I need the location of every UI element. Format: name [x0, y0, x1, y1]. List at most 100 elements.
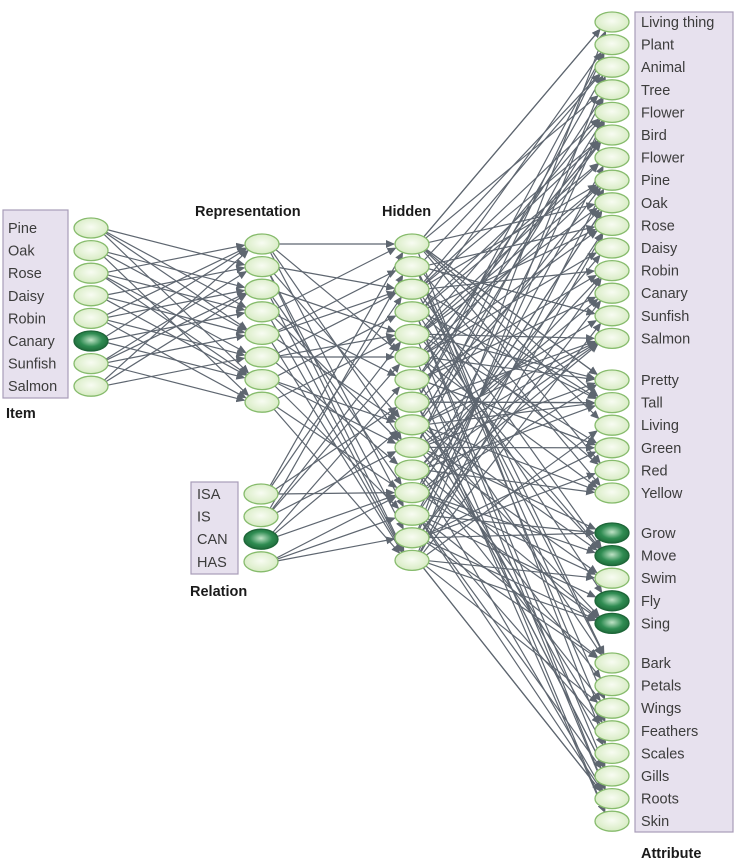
connection-hidden-to-attribute — [417, 75, 606, 554]
attribute-label-oak: Oak — [641, 196, 668, 212]
connection-relation-to-hidden — [274, 406, 398, 491]
hidden-unit — [394, 549, 430, 572]
attribute-unit-animal — [594, 56, 630, 78]
attribute-label-petals: Petals — [641, 679, 681, 695]
attribute-unit-bark — [594, 652, 630, 674]
representation-unit — [244, 278, 280, 300]
item-unit-daisy — [73, 285, 109, 307]
connection-hidden-to-attribute — [422, 73, 600, 262]
attribute-label-red: Red — [641, 463, 668, 479]
attribute-label-daisy: Daisy — [641, 241, 678, 257]
connection-hidden-to-attribute — [418, 409, 605, 769]
connection-item-to-representation — [105, 292, 247, 361]
connection-hidden-to-attribute — [426, 381, 596, 446]
connection-item-to-representation — [106, 251, 246, 290]
representation-unit — [244, 301, 280, 323]
attribute-label-box — [634, 11, 734, 833]
attribute-label-flower: Flower — [641, 151, 685, 167]
attribute-label-swim: Swim — [641, 571, 676, 587]
connection-hidden-to-attribute — [424, 474, 599, 618]
attribute-label-tree: Tree — [641, 83, 670, 99]
hidden-unit — [394, 368, 430, 391]
hidden-unit — [394, 255, 430, 278]
connection-hidden-to-attribute — [424, 248, 598, 375]
hidden-unit — [394, 436, 430, 459]
attribute-unit-wings — [594, 697, 630, 719]
connection-relation-to-hidden — [276, 488, 395, 497]
connection-item-to-representation — [105, 247, 247, 316]
connection-hidden-to-attribute — [422, 141, 601, 352]
attribute-unit-bird — [594, 124, 630, 146]
relation-unit-can-active — [243, 528, 279, 550]
attribute-label-fly: Fly — [641, 594, 661, 610]
connection-item-to-representation — [104, 248, 248, 338]
attribute-label-bark: Bark — [641, 656, 672, 672]
attribute-unit-move-active — [594, 544, 630, 567]
attribute-unit-daisy — [594, 237, 630, 259]
connection-hidden-to-attribute — [422, 254, 601, 465]
connection-item-to-representation — [106, 228, 246, 267]
connection-hidden-to-attribute — [417, 251, 607, 746]
connection-representation-to-hidden — [276, 247, 397, 310]
hidden-header: Hidden — [382, 204, 431, 220]
attribute-label-animal: Animal — [641, 60, 685, 76]
connection-hidden-to-attribute — [426, 472, 596, 536]
attribute-label-canary: Canary — [641, 286, 688, 302]
connection-item-to-representation — [106, 319, 246, 357]
attribute-header: Attribute — [641, 846, 701, 862]
attribute-unit-plant — [594, 33, 630, 56]
connection-relation-to-hidden — [276, 494, 396, 538]
connection-hidden-to-attribute — [424, 564, 599, 703]
attribute-unit-yellow — [594, 482, 630, 504]
connection-hidden-to-attribute — [427, 267, 596, 290]
item-label-robin: Robin — [8, 311, 46, 327]
attribute-label-wings: Wings — [641, 701, 681, 717]
connection-representation-to-hidden — [274, 248, 399, 352]
connections-layer — [102, 28, 607, 814]
connection-representation-to-hidden — [277, 290, 396, 333]
connection-item-to-representation — [106, 274, 246, 312]
relation-header: Relation — [190, 584, 247, 600]
attribute-label-skin: Skin — [641, 814, 669, 830]
connection-representation-to-hidden — [275, 338, 398, 421]
attribute-label-salmon: Salmon — [641, 331, 690, 347]
connection-hidden-to-attribute — [418, 120, 605, 486]
relation-label-is: IS — [197, 510, 211, 526]
attribute-unit-swim — [594, 567, 630, 589]
attribute-unit-robin — [594, 259, 630, 282]
connection-hidden-to-attribute — [426, 449, 597, 530]
connection-hidden-to-attribute — [421, 566, 602, 792]
connection-hidden-to-attribute — [421, 51, 602, 306]
connection-hidden-to-attribute — [427, 335, 596, 381]
attribute-label-grow: Grow — [641, 526, 676, 542]
attribute-unit-oak — [594, 192, 630, 214]
connection-representation-to-hidden — [275, 405, 398, 488]
connection-hidden-to-attribute — [426, 341, 597, 423]
connection-representation-to-hidden — [276, 382, 397, 444]
representation-header: Representation — [195, 204, 301, 220]
item-label-box — [2, 209, 69, 399]
hidden-unit — [394, 527, 430, 549]
connection-hidden-to-attribute — [427, 562, 596, 622]
connection-hidden-to-attribute — [422, 28, 601, 239]
connection-hidden-to-attribute — [420, 97, 603, 374]
representation-unit — [244, 391, 280, 413]
attribute-label-green: Green — [641, 441, 681, 457]
attribute-unit-rose — [594, 214, 630, 237]
item-label-pine: Pine — [8, 221, 37, 237]
connection-hidden-to-attribute — [420, 210, 603, 487]
connection-hidden-to-attribute — [421, 300, 602, 532]
connection-hidden-to-attribute — [422, 520, 601, 725]
connection-hidden-to-attribute — [426, 228, 597, 310]
item-label-rose: Rose — [8, 266, 42, 282]
attribute-label-yellow: Yellow — [641, 486, 683, 502]
hidden-unit — [394, 346, 430, 368]
connection-relation-to-hidden — [268, 274, 404, 511]
connection-relation-to-hidden — [268, 251, 404, 488]
connection-hidden-to-attribute — [422, 339, 601, 549]
connection-hidden-to-attribute — [426, 540, 597, 621]
item-unit-canary-active — [73, 330, 109, 352]
connection-hidden-to-attribute — [424, 361, 598, 488]
connection-hidden-to-attribute — [425, 292, 598, 399]
